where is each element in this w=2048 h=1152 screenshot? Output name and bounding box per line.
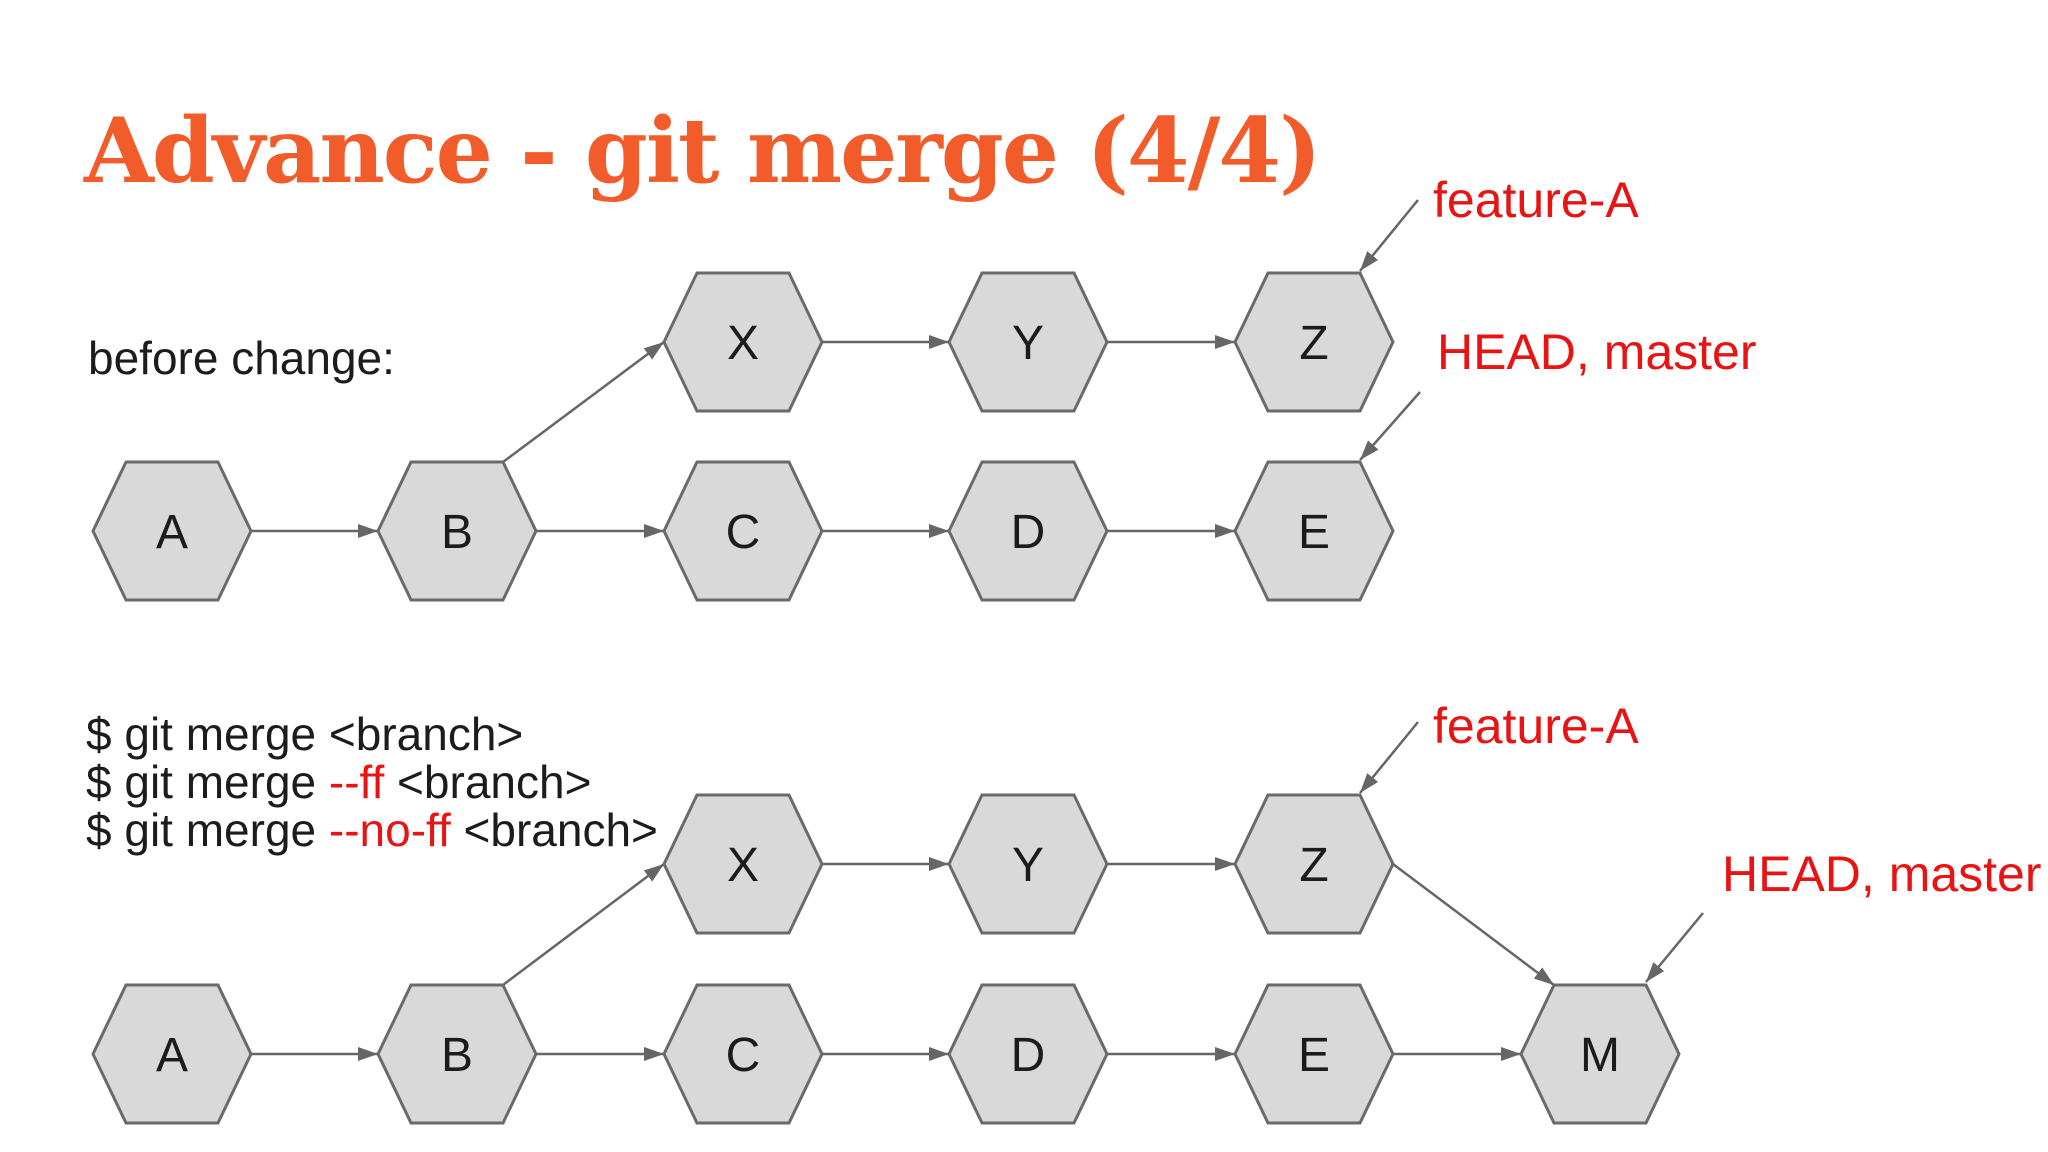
commit-label: M [1580, 1029, 1620, 1082]
commit-label: B [441, 1029, 473, 1082]
annotation-text: feature-A [1433, 172, 1639, 228]
commit-node-B: B [376, 983, 538, 1125]
commit-label: Z [1299, 317, 1328, 370]
commit-label: X [727, 317, 759, 370]
commit-node-D: D [947, 460, 1109, 602]
commit-node-Y: Y [947, 271, 1109, 413]
commit-node-X: X [662, 271, 824, 413]
hexagon-shape [662, 460, 824, 602]
command-line: $ git merge <branch> [86, 710, 658, 758]
command-line: $ git merge --ff <branch> [86, 758, 658, 806]
commit-node-X: X [662, 793, 824, 935]
command-text: $ git merge <branch> [86, 708, 524, 760]
edge-Z-to-M [1392, 863, 1555, 986]
hexagon-shape [91, 460, 253, 602]
commit-label: C [726, 506, 761, 559]
hexagon-shape [376, 460, 538, 602]
hexagon-shape [947, 271, 1109, 413]
annotation-text: feature-A [1433, 698, 1639, 754]
commit-node-C: C [662, 460, 824, 602]
hexagon-shape [662, 793, 824, 935]
before-change-label: before change: [88, 332, 395, 384]
hexagon-shape [662, 271, 824, 413]
hexagon-shape [1233, 460, 1395, 602]
commit-label: Z [1299, 839, 1328, 892]
branch-label-feature-a: feature-A [1359, 172, 1639, 272]
commit-node-Z: Z [1233, 271, 1395, 413]
commit-label: D [1011, 506, 1046, 559]
commit-node-E: E [1233, 983, 1395, 1125]
commit-node-B: B [376, 460, 538, 602]
command-text: $ git merge [86, 804, 329, 856]
hexagon-shape [1233, 983, 1395, 1125]
annotation-text: HEAD, master [1722, 846, 2042, 902]
annotation-text: HEAD, master [1437, 324, 1757, 380]
commit-node-A: A [91, 460, 253, 602]
commit-node-C: C [662, 983, 824, 1125]
commit-label: X [727, 839, 759, 892]
command-text: <branch> [450, 804, 658, 856]
commit-label: D [1011, 1029, 1046, 1082]
branch-label-feature-a: feature-A [1359, 698, 1639, 794]
commit-node-Z: Z [1233, 793, 1395, 935]
commit-label: B [441, 506, 473, 559]
command-text: <branch> [384, 756, 592, 808]
annotation-arrow [1359, 391, 1421, 461]
commit-node-D: D [947, 983, 1109, 1125]
hexagon-shape [1519, 983, 1681, 1125]
command-flag-red: --no-ff [328, 804, 451, 856]
commit-node-Y: Y [947, 793, 1109, 935]
git-merge-commands: $ git merge <branch>$ git merge --ff <br… [86, 710, 658, 854]
hexagon-shape [947, 983, 1109, 1125]
hexagon-shape [91, 983, 253, 1125]
commit-node-M: M [1519, 983, 1681, 1125]
command-text: $ git merge [86, 756, 329, 808]
edge-B-to-X [502, 340, 665, 464]
edge-B-to-X [502, 863, 665, 986]
annotation-arrow [1645, 912, 1704, 983]
hexagon-shape [1233, 793, 1395, 935]
commit-node-A: A [91, 983, 253, 1125]
commit-label: A [156, 1029, 188, 1082]
commit-label: A [156, 506, 188, 559]
commit-label: Y [1012, 317, 1044, 370]
hexagon-shape [376, 983, 538, 1125]
command-line: $ git merge --no-ff <branch> [86, 806, 658, 854]
commit-label: C [726, 1029, 761, 1082]
command-flag-red: --ff [328, 756, 385, 808]
slide-title: Advance - git merge (4/4) [84, 98, 1322, 204]
hexagon-shape [947, 793, 1109, 935]
commit-label: E [1298, 506, 1330, 559]
commit-label: E [1298, 1029, 1330, 1082]
branch-label-head-master: HEAD, master [1645, 846, 2042, 983]
branch-label-head-master: HEAD, master [1359, 324, 1757, 461]
commit-node-E: E [1233, 460, 1395, 602]
annotation-arrow [1359, 199, 1419, 272]
commit-label: Y [1012, 839, 1044, 892]
hexagon-shape [662, 983, 824, 1125]
annotation-arrow [1359, 721, 1419, 794]
hexagon-shape [1233, 271, 1395, 413]
hexagon-shape [947, 460, 1109, 602]
